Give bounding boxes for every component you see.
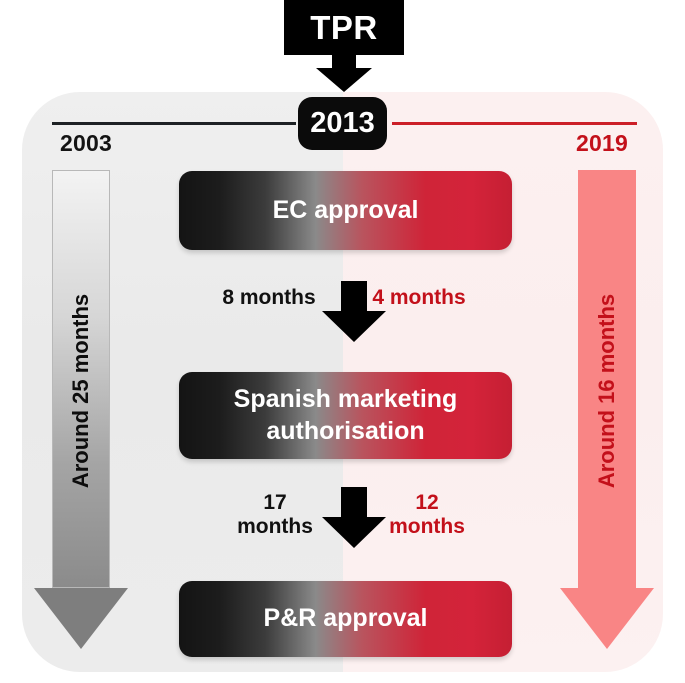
timeline-rule-left <box>52 122 296 125</box>
interval-label-spanish-to-pr-before: 17 months <box>237 491 313 539</box>
interval-arrow-spanish-to-pr-icon <box>321 487 387 549</box>
duration-arrow-right-shaft <box>578 170 636 588</box>
interval-arrow-ec-to-spanish-icon <box>321 281 387 343</box>
duration-arrow-right: Around 16 months <box>560 170 654 650</box>
tpr-down-arrow-icon <box>314 53 374 93</box>
stage-label-spanish-marketing-authorisation: Spanish marketing authorisation <box>233 385 458 445</box>
tpr-title-label: TPR <box>310 8 378 46</box>
timeline-rule-right <box>392 122 637 125</box>
year-label-left: 2003 <box>60 130 112 156</box>
interval-label-spanish-to-pr-after: 12 months <box>389 491 465 539</box>
interval-label-ec-to-spanish-after: 4 months <box>372 286 466 309</box>
stage-box-spanish-marketing-authorisation: Spanish marketing authorisation <box>179 372 512 459</box>
tpr-title-box: TPR <box>284 0 404 55</box>
duration-arrow-left-head-icon <box>34 588 128 650</box>
stage-box-pr-approval: P&R approval <box>179 581 512 657</box>
duration-label-right: Around 16 months <box>594 293 619 489</box>
pivot-year-badge: 2013 <box>298 97 387 150</box>
pivot-year-label: 2013 <box>310 107 375 139</box>
interval-label-ec-to-spanish-before: 8 months <box>222 286 316 309</box>
year-label-right: 2019 <box>576 130 628 156</box>
duration-arrow-left: Around 25 months <box>34 170 128 650</box>
stage-box-ec-approval: EC approval <box>179 171 512 250</box>
stage-label-ec-approval: EC approval <box>272 195 419 224</box>
duration-label-left: Around 25 months <box>68 293 93 489</box>
duration-arrow-right-head-icon <box>560 588 654 650</box>
duration-arrow-left-shaft <box>52 170 110 588</box>
stage-label-pr-approval: P&R approval <box>263 604 428 633</box>
